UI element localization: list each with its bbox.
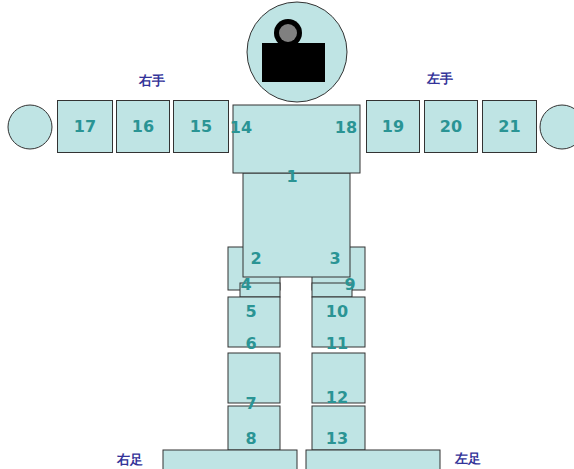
callout-number: 14 [230,120,252,136]
servo-box: 17 [57,100,113,153]
shoulders [233,105,360,173]
callout-number: 6 [245,336,256,352]
callout-number: 3 [329,251,340,267]
callout-number: 8 [245,431,256,447]
left-foot [306,450,440,469]
servo-number: 19 [382,119,404,135]
head [247,2,347,102]
left-hand [540,105,574,149]
servo-number: 16 [132,119,154,135]
servo-box: 20 [424,100,478,153]
servo-box: 19 [366,100,420,153]
servo-box: 15 [173,100,229,153]
right-foot [163,450,297,469]
servo-number: 21 [498,119,520,135]
limb-name: 左手 [427,72,453,85]
limb-name: 右手 [139,74,165,87]
servo-number: 20 [440,119,462,135]
servo-number: 17 [74,119,96,135]
callout-number: 4 [240,277,251,293]
callout-number: 7 [245,396,256,412]
callout-number: 1 [286,169,297,185]
callout-number: 2 [250,251,261,267]
head-panel [262,43,325,82]
callout-number: 10 [326,304,348,320]
servo-box: 21 [482,100,537,153]
right-hand [8,105,52,149]
servo-number: 15 [190,119,212,135]
torso [243,173,350,277]
left-ankle [312,406,365,450]
limb-name: 左足 [455,452,481,465]
callout-number: 5 [245,304,256,320]
callout-number: 11 [326,336,348,352]
callout-number: 12 [326,390,348,406]
right-ankle [228,406,280,450]
head-eye-ring [274,19,302,47]
head-eye [279,24,297,42]
callout-number: 9 [344,277,355,293]
servo-box: 16 [116,100,170,153]
callout-number: 18 [335,120,357,136]
callout-number: 13 [326,431,348,447]
limb-name: 右足 [117,453,143,466]
